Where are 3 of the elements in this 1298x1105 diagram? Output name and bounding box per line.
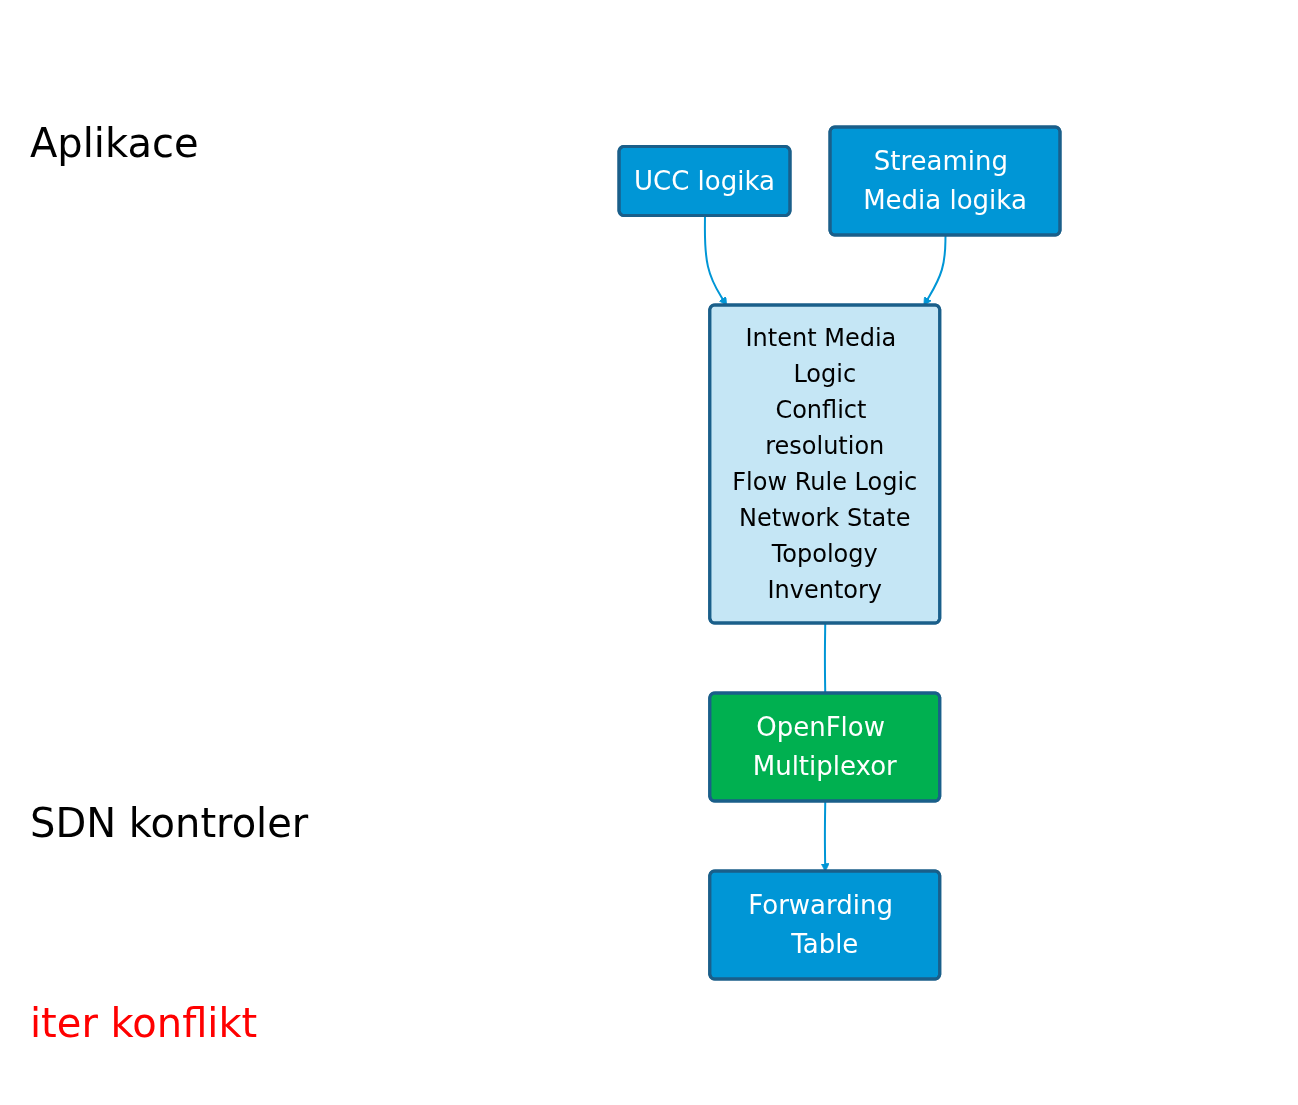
layer-label: SDN kontroler <box>30 800 309 846</box>
note-text: iter konflikt <box>30 1000 258 1046</box>
layer-label: Aplikace <box>30 120 199 166</box>
